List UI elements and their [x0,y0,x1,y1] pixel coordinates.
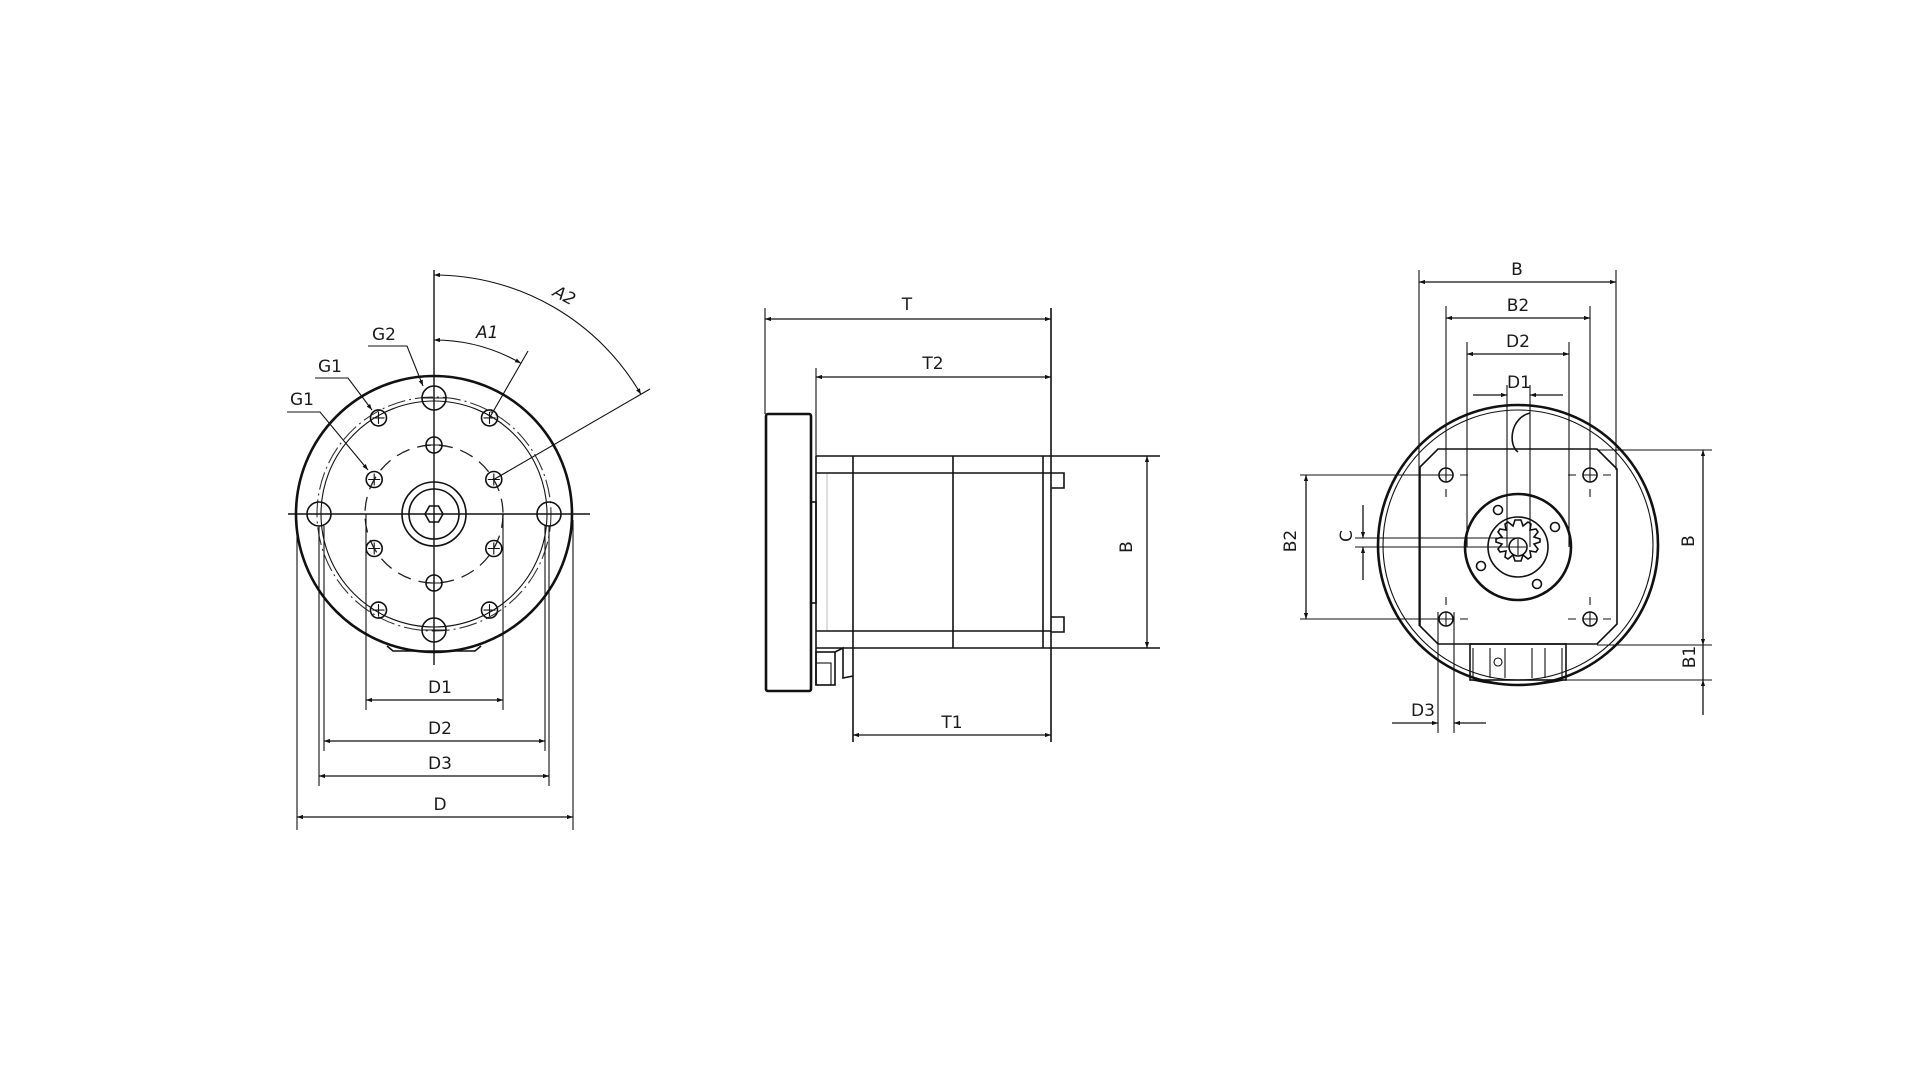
rear-extension-lines [1300,270,1712,733]
motor-body [816,308,1160,742]
gear-teeth [1495,519,1541,562]
label-a2: A2 [548,281,578,310]
label-b-side: B [1117,541,1137,553]
g1-holes-outer [369,409,499,619]
label-b1: B1 [1680,646,1700,668]
label-c: C [1337,530,1357,542]
rear-pins [1051,472,1065,633]
label-b2-left: B2 [1281,530,1301,552]
side-connector [815,646,854,686]
label-d3: D3 [1411,701,1435,721]
label-d3: D3 [428,754,452,774]
front-view: G2 G1 G1 A1 A2 D1 [287,270,651,830]
bottom-connector [1469,643,1567,686]
label-b2-top: B2 [1507,296,1529,316]
label-b-right: B [1679,535,1699,547]
label-b-top: B [1511,260,1523,280]
label-d2: D2 [1506,332,1530,352]
side-view: T T2 T1 B [764,295,1160,742]
angle-dimensions [433,272,651,480]
flange-body [764,412,813,693]
label-g1-outer: G1 [318,357,342,377]
diameter-dimensions [297,697,573,820]
label-t2: T2 [921,354,943,374]
label-d2: D2 [428,719,452,739]
label-g1-inner: G1 [290,390,314,410]
label-d1: D1 [428,678,452,698]
extension-lines [296,514,574,830]
rear-view: B B2 D2 D1 B2 C B B1 D3 [1281,260,1712,733]
label-g2: G2 [372,325,396,345]
housing-bump [1511,412,1531,453]
hole-callouts [287,345,424,471]
label-t: T [901,295,913,315]
mounting-plate [1419,448,1618,645]
label-t1: T1 [940,713,962,733]
label-d: D [433,795,446,815]
label-d1: D1 [1507,373,1531,393]
label-a1: A1 [475,323,498,343]
